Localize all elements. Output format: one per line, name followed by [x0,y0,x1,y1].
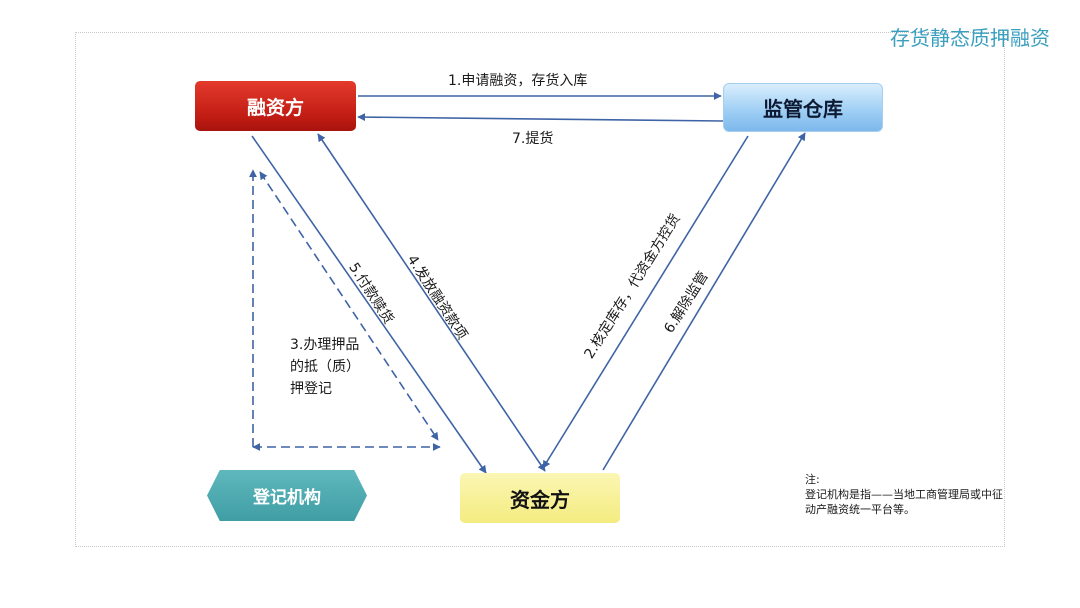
label-step1: 1.申请融资，存货入库 [448,73,588,89]
note-block: 注: 登记机构是指——当地工商管理局或中征动产融资统一平台等。 [805,472,1005,517]
label-step7: 7.提货 [512,131,554,147]
arrow-step7 [357,113,724,122]
arrow-step3-diagonal [259,171,439,441]
node-financier: 融资方 [195,81,356,131]
note-heading: 注: [805,473,820,486]
node-warehouse: 监管仓库 [723,83,883,132]
label-step3: 3.办理押品的抵（质）押登记 [290,337,360,397]
arrow-step6 [602,132,806,471]
node-funder: 资金方 [460,473,620,523]
page-title: 存货静态质押融资 [890,26,1050,50]
note-body: 登记机构是指——当地工商管理局或中征动产融资统一平台等。 [805,488,1003,516]
diagram-frame [75,32,1005,547]
node-registry: 登记机构 [207,470,367,521]
arrow-step2 [542,135,749,469]
